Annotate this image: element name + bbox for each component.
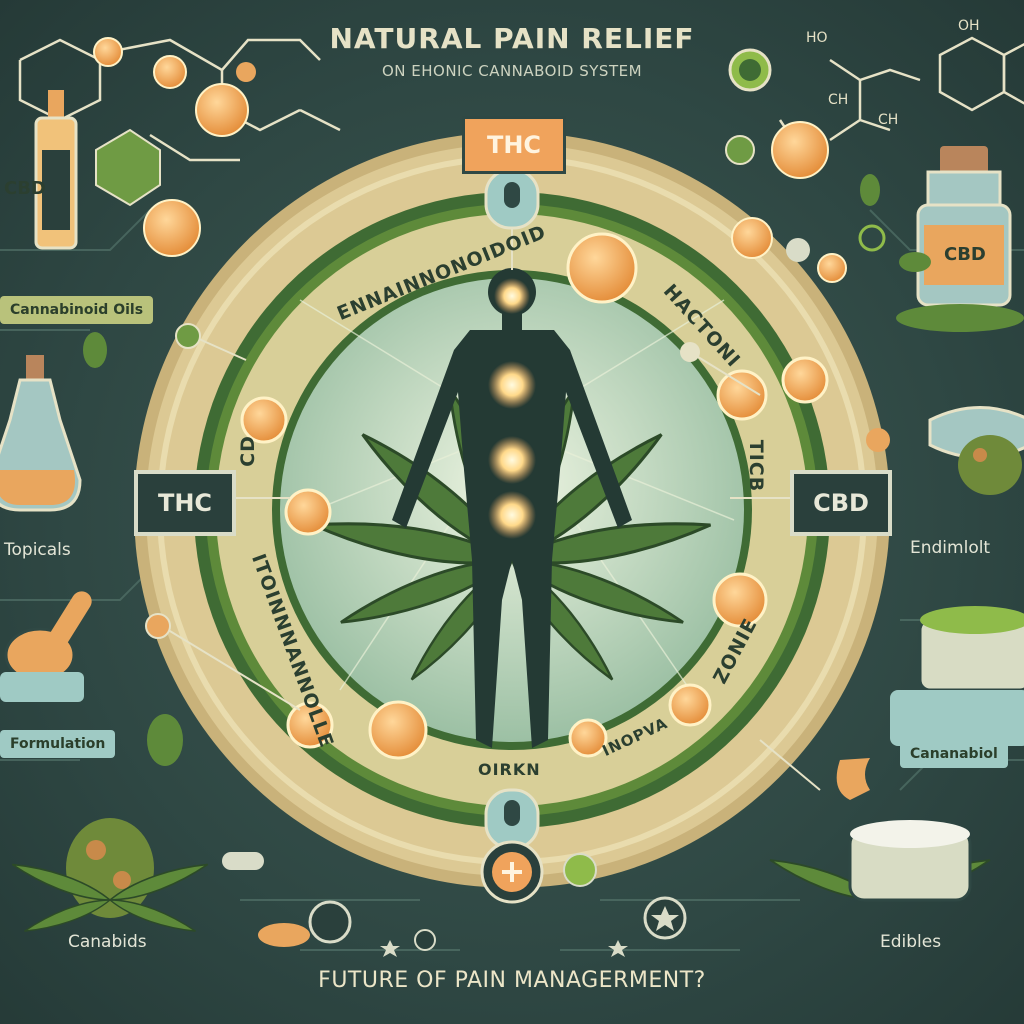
footer-caption: FUTURE OF PAIN MANAGERMENT?: [318, 968, 706, 993]
molecule-label-ch-1: CH: [828, 92, 849, 108]
connector-nodes: [145, 168, 890, 904]
ring-label-right: TICB: [745, 439, 768, 493]
page-subtitle: ON EHONIC CANNABOID SYSTEM: [381, 62, 643, 80]
canabids-label: Canabids: [68, 932, 147, 952]
molecule-atoms-left: [93, 37, 256, 257]
leaf-accents: [83, 174, 931, 766]
cannabis-bud-icon-left: [8, 818, 212, 938]
endimlolt-label: Endimlolt: [910, 538, 991, 558]
molecule-label-ho: HO: [806, 30, 828, 46]
jar-icon: [928, 406, 1024, 495]
molecule-atoms-right: [725, 48, 886, 283]
jar-label: CBD: [944, 244, 986, 265]
topicals-label: Topicals: [4, 540, 71, 560]
plus-icon: [502, 862, 522, 882]
cananabiol-tag: Cananabiol: [900, 740, 1008, 768]
oils-tag: Cannabinoid Oils: [0, 296, 154, 324]
cream-jar-icon: [890, 606, 1024, 746]
formulation-tag: Formulation: [0, 730, 116, 758]
thc-badge-left: THC: [134, 470, 236, 536]
ring-label-left: CD: [236, 435, 259, 467]
star-icon: [380, 906, 679, 957]
bottom-icons: [222, 852, 687, 951]
glow-points: [488, 278, 536, 539]
edibles-label: Edibles: [880, 932, 942, 952]
vial-label: CBD: [4, 178, 46, 199]
molecule-label-ch-2: CH: [878, 112, 899, 128]
bottom-right-jar-icon: [766, 758, 994, 909]
oil-jar-icon: [896, 146, 1024, 332]
flask-icon: [0, 355, 82, 512]
page-title: NATURAL PAIN RELIEF: [329, 22, 695, 55]
ring-label-bottom-center: OIRKN: [478, 760, 541, 779]
dropper-bottle-icon: [34, 90, 78, 250]
receptor-orbs: [240, 232, 829, 760]
thc-badge-top: THC: [462, 116, 566, 174]
spoon-icon: [0, 591, 92, 702]
molecule-label-oh: OH: [958, 18, 980, 34]
cbd-badge-right: CBD: [790, 470, 892, 536]
